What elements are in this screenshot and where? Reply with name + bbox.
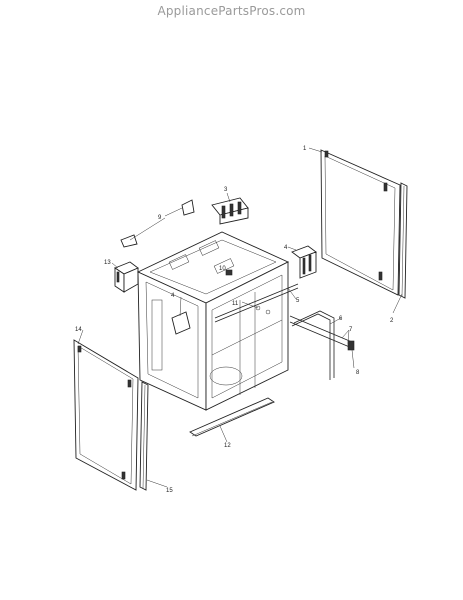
part-7-rods[interactable] [289,315,353,349]
callout-11: 11 [232,301,239,307]
part-10-top-clip[interactable] [225,269,233,276]
part-4-side-bracket[interactable] [291,245,317,279]
part-1-right-side-panel[interactable] [320,149,401,296]
callout-13: 13 [104,260,111,266]
part-2-right-edge-trim[interactable] [398,182,408,299]
part-11-fasteners[interactable] [255,305,271,315]
callout-14: 14 [75,327,82,333]
callout-4-upper: 4 [284,245,288,251]
callout-5: 5 [296,298,300,304]
part-3-top-bracket[interactable] [211,197,249,225]
part-4-left-bracket[interactable] [171,311,191,335]
callout-8: 8 [356,370,360,376]
part-5-rail[interactable] [214,283,299,323]
callout-3: 3 [224,187,228,193]
callout-1: 1 [303,146,307,152]
part-6-frame-rail[interactable] [291,310,335,380]
part-12-bottom-rail[interactable] [189,397,275,437]
callout-2: 2 [390,318,394,324]
callout-9: 9 [158,215,162,221]
part-9-brackets[interactable] [120,199,195,248]
part-14-left-side-panel[interactable] [73,339,139,491]
leader-lines [77,147,403,488]
watermark: AppliancePartsPros.com [157,4,306,18]
callout-15: 15 [166,488,173,494]
callout-6: 6 [339,316,343,322]
part-15-left-edge-trim[interactable] [139,381,149,491]
tub-frame[interactable] [136,231,290,411]
part-13-left-bracket[interactable] [114,261,139,293]
callout-4-left: 4 [171,293,175,299]
callout-12: 12 [224,443,231,449]
part-8-rod-end[interactable] [347,340,355,351]
callout-10: 10 [219,266,226,272]
callout-7: 7 [349,327,353,333]
